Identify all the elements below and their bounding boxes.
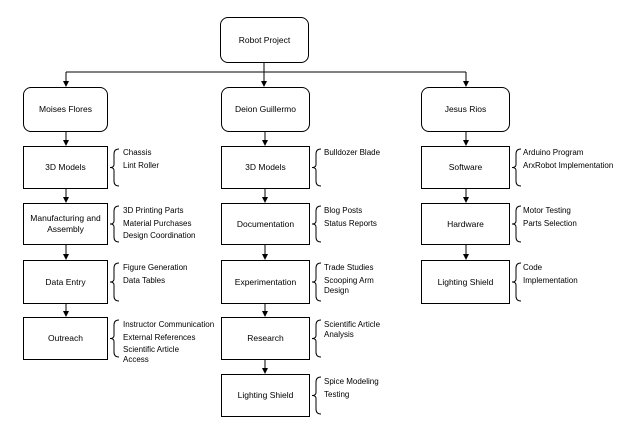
note-item: Parts Selection xyxy=(523,218,577,228)
person-node-jesus-rios: Jesus Rios xyxy=(421,87,510,132)
task-node-software: Software xyxy=(421,146,510,189)
task-label: Lighting Shield xyxy=(237,390,294,401)
task-label: Manufacturing and Assembly xyxy=(30,213,101,234)
annotation-bracket xyxy=(311,205,322,243)
annotation-bracket xyxy=(511,262,522,302)
note-item: Trade Studies xyxy=(324,263,374,272)
note-item: Status Reports xyxy=(324,218,377,228)
task-notes: Blog Posts Status Reports xyxy=(324,206,377,231)
annotation-bracket xyxy=(311,262,322,302)
task-notes: Trade Studies Scooping Arm Design xyxy=(324,263,386,298)
task-label: Outreach xyxy=(48,333,83,344)
annotation-bracket xyxy=(311,148,322,187)
task-node-lighting-shield: Lighting Shield xyxy=(221,374,310,417)
task-node-lighting-shield: Lighting Shield xyxy=(421,260,510,304)
person-label: Jesus Rios xyxy=(444,104,487,115)
person-label: Moises Flores xyxy=(39,104,92,115)
note-item: Bulldozer Blade xyxy=(324,148,381,157)
annotation-bracket xyxy=(311,319,322,358)
task-notes: Arduino Program ArxRobot Implementation xyxy=(523,148,613,173)
note-item: Data Tables xyxy=(123,275,166,285)
annotation-bracket xyxy=(109,205,120,243)
note-item: Scientific Article Access xyxy=(123,345,180,364)
task-label: Experimentation xyxy=(234,276,297,287)
task-notes: 3D Printing Parts Material Purchases Des… xyxy=(123,206,196,244)
note-item: 3D Printing Parts xyxy=(123,206,184,215)
task-label: Documentation xyxy=(236,218,295,229)
person-node-deion-guillermo: Deion Guillermo xyxy=(221,87,310,132)
task-node-manufacturing-and-assembly: Manufacturing and Assembly xyxy=(23,203,108,245)
task-label: Data Entry xyxy=(45,276,86,287)
note-item: Arduino Program xyxy=(523,148,584,157)
annotation-bracket xyxy=(109,148,120,187)
task-label: Lighting Shield xyxy=(437,276,494,287)
note-item: Implementation xyxy=(523,275,578,285)
person-node-moises-flores: Moises Flores xyxy=(23,87,108,132)
task-label: Research xyxy=(247,333,284,344)
task-label: Software xyxy=(448,162,483,173)
task-node-3d-models: 3D Models xyxy=(23,146,108,189)
task-label: Hardware xyxy=(447,218,484,229)
root-label: Robot Project xyxy=(238,34,291,45)
annotation-bracket xyxy=(511,148,522,187)
task-notes: Scientific Article Analysis xyxy=(324,320,396,343)
note-item: ArxRobot Implementation xyxy=(523,160,614,170)
note-item: Motor Testing xyxy=(523,206,571,215)
task-notes: Instructor Communication External Refere… xyxy=(123,320,214,368)
task-notes: Chassis Lint Roller xyxy=(123,148,159,173)
task-node-documentation: Documentation xyxy=(221,203,310,245)
annotation-bracket xyxy=(109,262,120,302)
task-node-hardware: Hardware xyxy=(421,203,510,245)
task-notes: Motor Testing Parts Selection xyxy=(523,206,577,231)
task-notes: Figure Generation Data Tables xyxy=(123,263,187,288)
task-notes: Spice Modeling Testing xyxy=(324,377,379,402)
task-node-outreach: Outreach xyxy=(23,317,108,360)
note-item: Scooping Arm Design xyxy=(324,275,374,295)
note-item: Material Purchases xyxy=(123,218,192,228)
task-node-experimentation: Experimentation xyxy=(221,260,310,304)
task-label: 3D Models xyxy=(45,162,86,173)
note-item: Figure Generation xyxy=(123,263,188,272)
task-node-3d-models: 3D Models xyxy=(221,146,310,189)
annotation-bracket xyxy=(311,376,322,415)
note-item: Design Coordination xyxy=(123,231,196,240)
task-label: 3D Models xyxy=(245,162,286,173)
person-label: Deion Guillermo xyxy=(235,104,296,115)
note-item: Blog Posts xyxy=(324,206,363,215)
note-item: Scientific Article Analysis xyxy=(324,320,381,339)
task-node-data-entry: Data Entry xyxy=(23,260,108,304)
task-node-research: Research xyxy=(221,317,310,360)
note-item: Code xyxy=(523,263,543,272)
note-item: Instructor Communication xyxy=(123,320,215,329)
task-notes: Bulldozer Blade xyxy=(324,148,380,161)
annotation-bracket xyxy=(109,319,120,358)
note-item: Spice Modeling xyxy=(324,377,379,386)
annotation-bracket xyxy=(511,205,522,243)
note-item: Lint Roller xyxy=(123,160,160,170)
note-item: External References xyxy=(123,332,196,342)
note-item: Chassis xyxy=(123,148,152,157)
note-item: Testing xyxy=(324,389,350,399)
root-node: Robot Project xyxy=(220,17,309,63)
task-notes: Code Implementation xyxy=(523,263,578,288)
